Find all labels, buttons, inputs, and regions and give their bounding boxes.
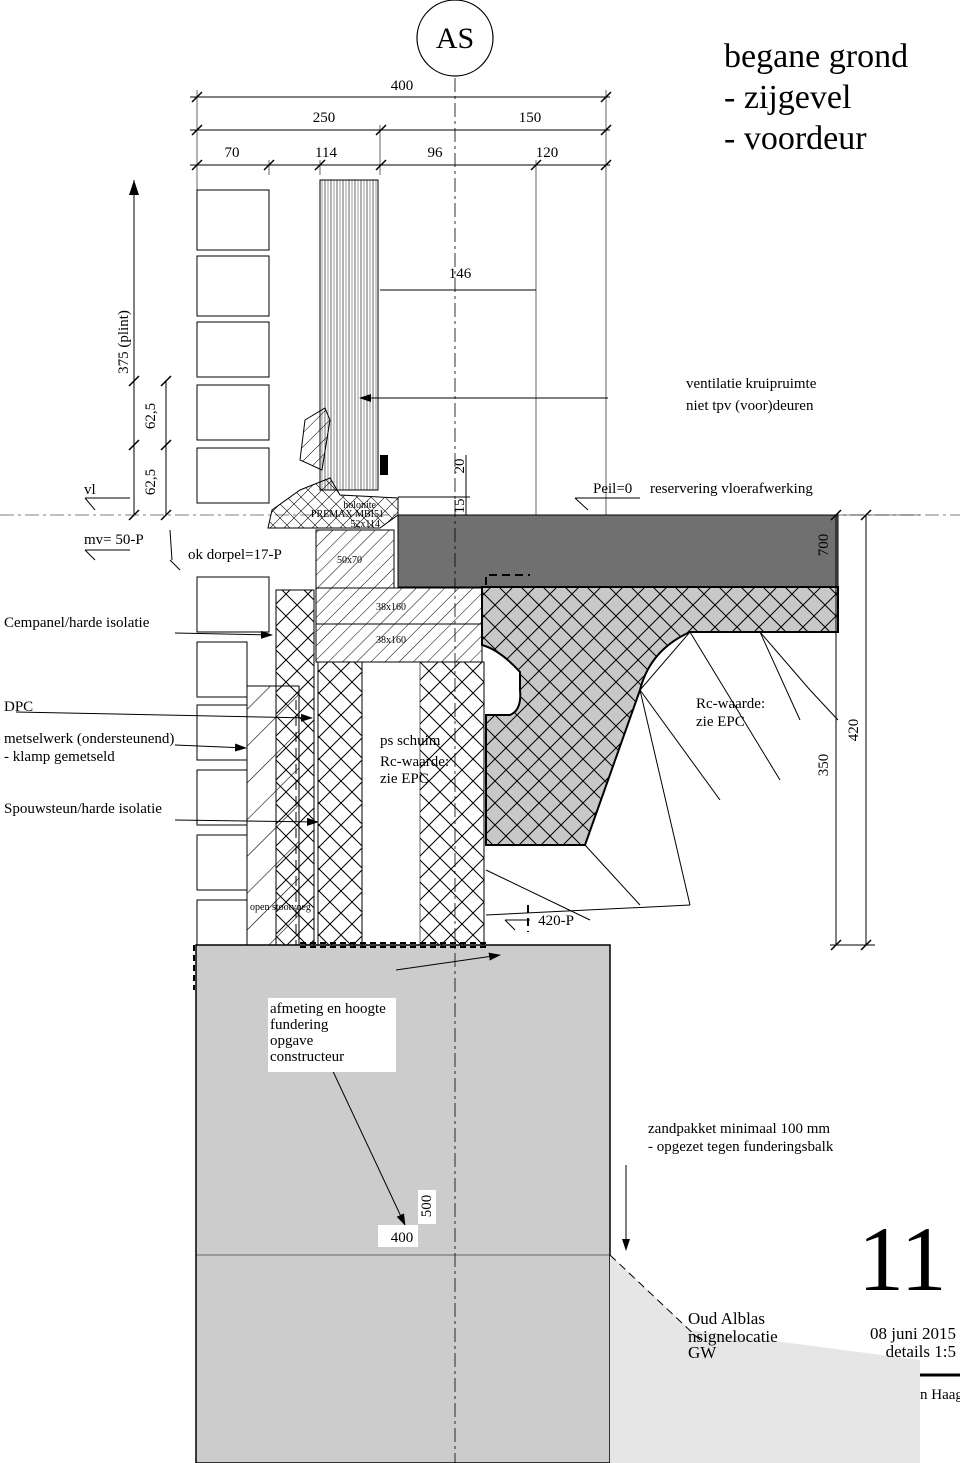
leader-arrows <box>15 394 630 1251</box>
project-line-3: GW <box>688 1343 717 1362</box>
label-mv: mv= 50-P <box>84 532 144 548</box>
label-fundering-4: constructeur <box>270 1049 344 1065</box>
title-line-1: begane grond <box>724 38 908 75</box>
detail-scale: details 1:5 <box>886 1342 956 1361</box>
label-holonite: holonite <box>343 500 376 511</box>
floor-screed <box>397 514 839 588</box>
label-fundering-3: opgave <box>270 1033 314 1049</box>
dim-total-width: 400 <box>391 78 414 94</box>
label-cempanel: Cempanel/harde isolatie <box>4 615 150 631</box>
label-spouwsteun: Spouwsteun/harde isolatie <box>4 801 162 817</box>
dim-146: 146 <box>449 266 472 282</box>
city-fragment: n Haag <box>920 1387 960 1403</box>
label-metselwerk-1: metselwerk (ondersteunend) <box>4 731 174 747</box>
open-joint-dashed <box>295 574 530 945</box>
label-rc-left-1: Rc-waarde: <box>380 754 449 770</box>
label-premax: PREMAX MBI51 <box>311 509 384 520</box>
date: 08 juni 2015 <box>870 1324 956 1343</box>
axis-marker: AS <box>436 22 474 55</box>
dim-foundation-bottom: 420-P <box>538 913 574 929</box>
label-50x70: 50x70 <box>337 555 362 566</box>
label-ok-dorpel: ok dorpel=17-P <box>188 547 282 563</box>
title-line-2: - zijgevel <box>724 79 851 116</box>
title-block: AS begane grond - zijgevel - voordeur 11… <box>436 22 960 1403</box>
label-38x160-a: 38x160 <box>376 602 406 613</box>
dim-96: 96 <box>428 145 444 161</box>
label-rc-right-1: Rc-waarde: <box>696 696 765 712</box>
foundation-note-box <box>268 998 396 1072</box>
dim-700: 700 <box>816 534 832 557</box>
label-peil: Peil=0 <box>593 481 632 497</box>
project-line-2: nsignelocatie <box>688 1327 778 1346</box>
axis-line <box>416 0 494 1463</box>
dim-400-box <box>378 1225 418 1247</box>
dim-500-box <box>418 1190 436 1224</box>
label-rc-left-2: zie EPC <box>380 771 429 787</box>
dim-420: 420 <box>846 719 862 742</box>
dim-120: 120 <box>536 145 559 161</box>
threshold-profile <box>267 407 483 663</box>
dimension-lines <box>133 90 875 946</box>
label-ventilatie-2: niet tpv (voor)deuren <box>686 398 814 414</box>
dim-62-upper: 62,5 <box>143 403 159 429</box>
brick-facade <box>196 189 270 946</box>
level-lines <box>0 496 960 516</box>
label-dpc: DPC <box>4 699 33 715</box>
level-markers <box>84 497 640 931</box>
label-zandpakket-2: - opgezet tegen funderingsbalk <box>648 1139 834 1155</box>
label-rc-right-2: zie EPC <box>696 714 745 730</box>
label-ventilatie-1: ventilatie kruipruimte <box>686 376 817 392</box>
label-fundering-2: fundering <box>270 1017 329 1033</box>
sheet-number: 11 <box>858 1208 947 1310</box>
dim-plint: 375 (plint) <box>116 310 132 374</box>
dim-20: 20 <box>452 459 468 474</box>
label-fundering-1: afmeting en hoogte <box>270 1001 386 1017</box>
dim-foundation-width: 400 <box>391 1230 414 1246</box>
dim-foundation-height: 500 <box>419 1195 435 1218</box>
label-zandpakket-1: zandpakket minimaal 100 mm <box>648 1121 830 1137</box>
label-metselwerk-2: - klamp gemetseld <box>4 749 115 765</box>
sand-package <box>609 1254 920 1463</box>
dimension-labels: 400 250 150 70 114 96 120 146 375 (plint… <box>116 78 862 1246</box>
door-leaf <box>319 179 379 491</box>
dimension-ticks <box>128 91 872 951</box>
project-line-1: Oud Alblas <box>688 1309 765 1328</box>
label-vl: vl <box>84 482 96 498</box>
dim-62-lower: 62,5 <box>143 469 159 495</box>
dim-70: 70 <box>225 145 240 161</box>
annotation-labels: vl mv= 50-P ok dorpel=17-P Cempanel/hard… <box>4 376 834 1155</box>
dim-right-part: 150 <box>519 110 542 126</box>
label-38x160-b: 38x160 <box>376 635 406 646</box>
dim-left-part: 250 <box>313 110 336 126</box>
label-ps-schuim: ps schuim <box>380 733 441 749</box>
concrete-floor-slab <box>481 586 839 846</box>
label-open-stootvoeg: open stootvoeg <box>250 902 311 913</box>
title-line-3: - voordeur <box>724 120 867 157</box>
foundation-beam <box>193 942 611 1463</box>
label-reservering: reservering vloerafwerking <box>650 481 813 497</box>
dim-15: 15 <box>452 499 468 514</box>
dim-350: 350 <box>816 754 832 777</box>
dim-114: 114 <box>315 145 337 161</box>
label-52x114: 52x114 <box>350 519 380 530</box>
crawlspace-insulation <box>485 631 839 921</box>
